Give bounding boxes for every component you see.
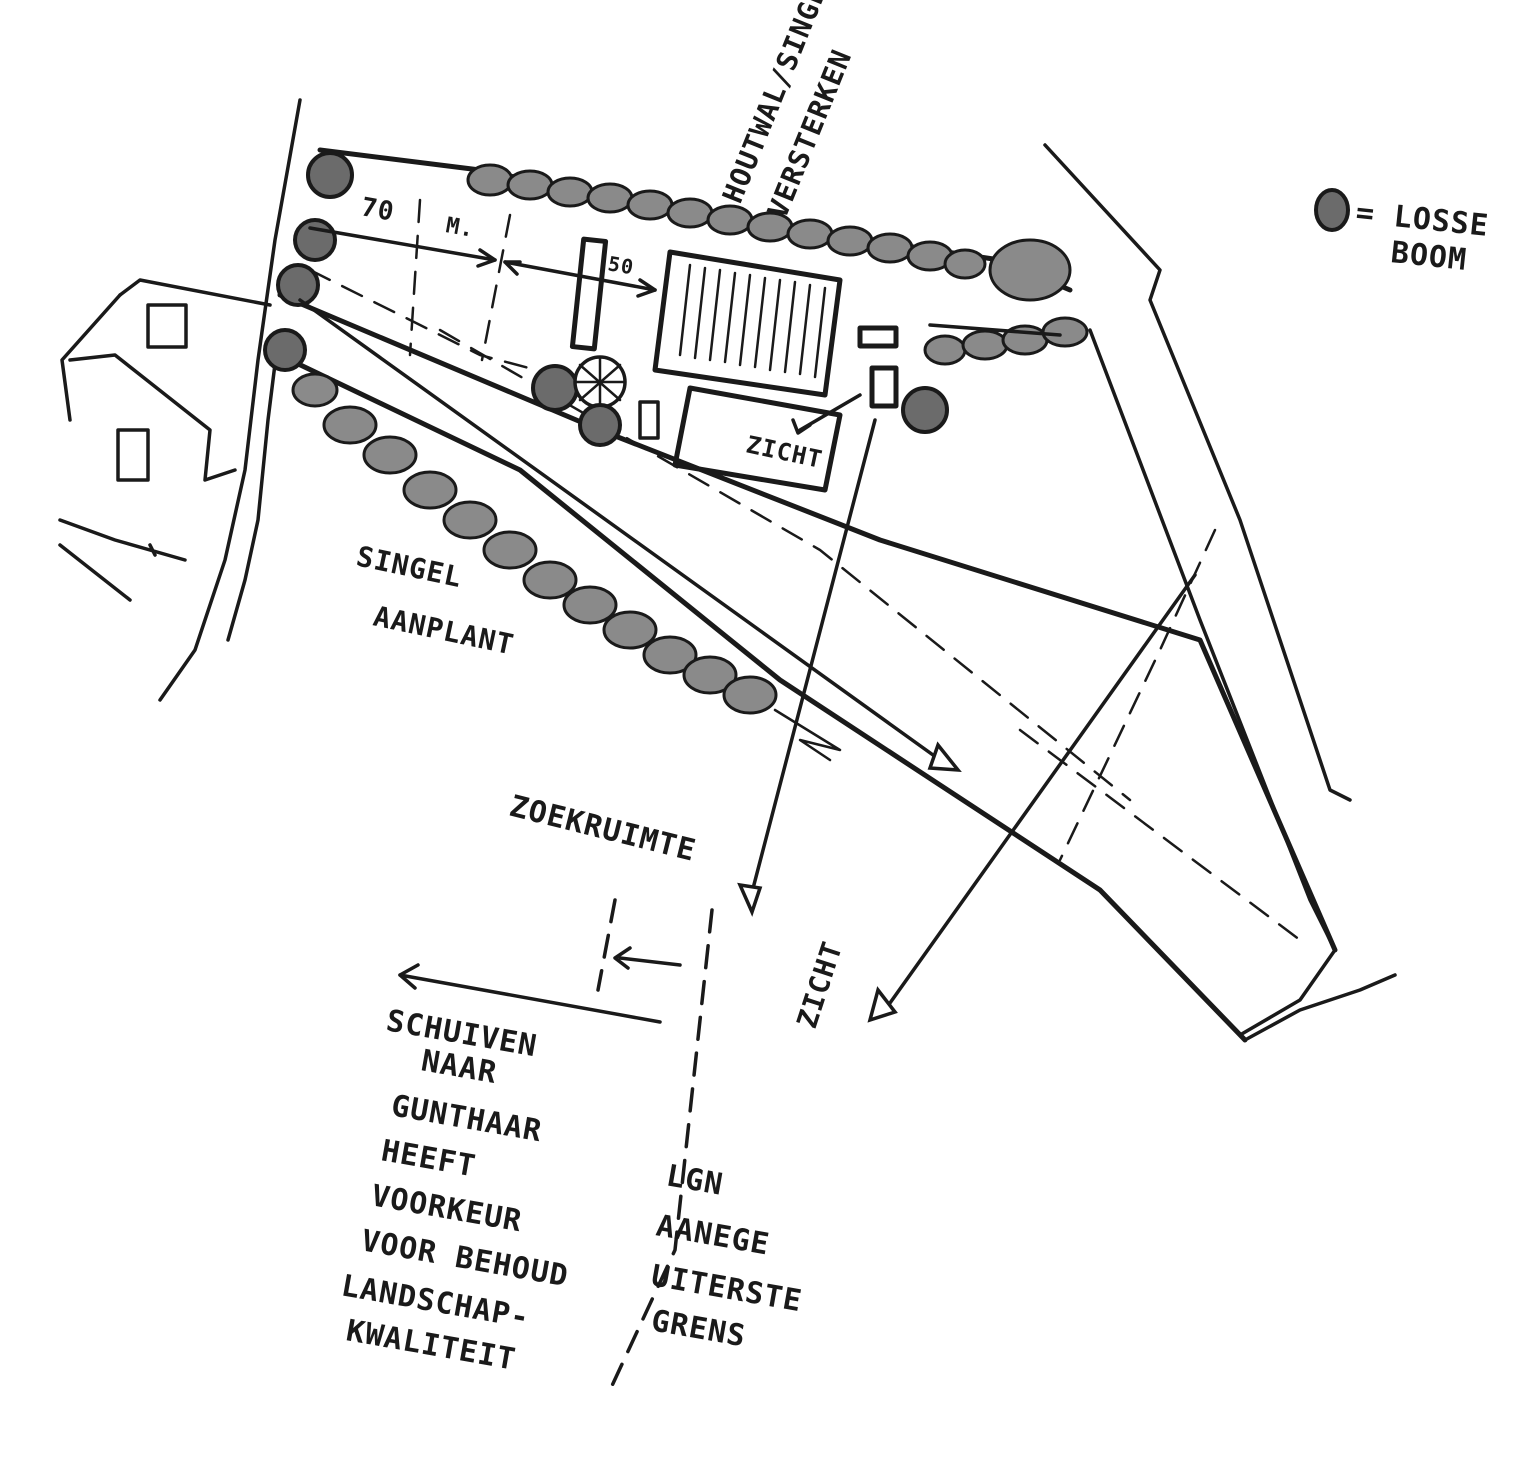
shed-bottom — [869, 365, 899, 409]
legend-label-2: BOOM — [1389, 235, 1468, 278]
buildings — [569, 236, 899, 493]
note-right-line: AANEGE — [654, 1208, 773, 1262]
note-left: SCHUIVEN NAAR GUNTHAAR HEEFT VOORKEUR VO… — [339, 1003, 572, 1377]
label-zoekruimte: ZOEKRUIMTE — [506, 789, 699, 869]
label-zicht-2: ZICHT — [790, 937, 849, 1032]
house-window-2 — [116, 428, 150, 482]
legend-tree-icon — [1314, 188, 1350, 232]
note-right-line: LGN — [664, 1158, 726, 1202]
existing-house — [58, 278, 272, 602]
note-right: LGN AANEGE UITERSTE GRENS — [649, 1158, 805, 1354]
label-zicht-1: ZICHT — [744, 430, 825, 473]
label-dim-70: 70 — [359, 192, 397, 227]
label-singel-1: SINGEL — [354, 540, 466, 595]
road-left — [158, 98, 302, 702]
house-new — [672, 385, 843, 493]
sight-arrows — [298, 298, 1197, 1023]
trees-barn — [531, 355, 949, 447]
legend-label-1: = LOSSE — [1354, 195, 1490, 244]
note-left-line: HEEFT — [379, 1133, 479, 1184]
dimension-arrows — [308, 226, 1062, 337]
shed-small — [638, 400, 660, 440]
note-right-line: GRENS — [649, 1303, 749, 1354]
shed-top — [857, 325, 899, 349]
house-window-1 — [146, 303, 188, 349]
singel-aanplant — [291, 372, 842, 762]
legend: = LOSSE BOOM — [1314, 188, 1491, 278]
label-dim-50: 50 — [606, 251, 636, 279]
search-zone — [398, 898, 714, 1392]
stable-building — [652, 249, 843, 398]
hedge-top — [466, 163, 1072, 302]
label-dim-m: M. — [444, 213, 476, 243]
small-building — [569, 236, 609, 352]
label-singel-2: AANPLANT — [371, 600, 518, 662]
trees-left — [263, 151, 354, 372]
